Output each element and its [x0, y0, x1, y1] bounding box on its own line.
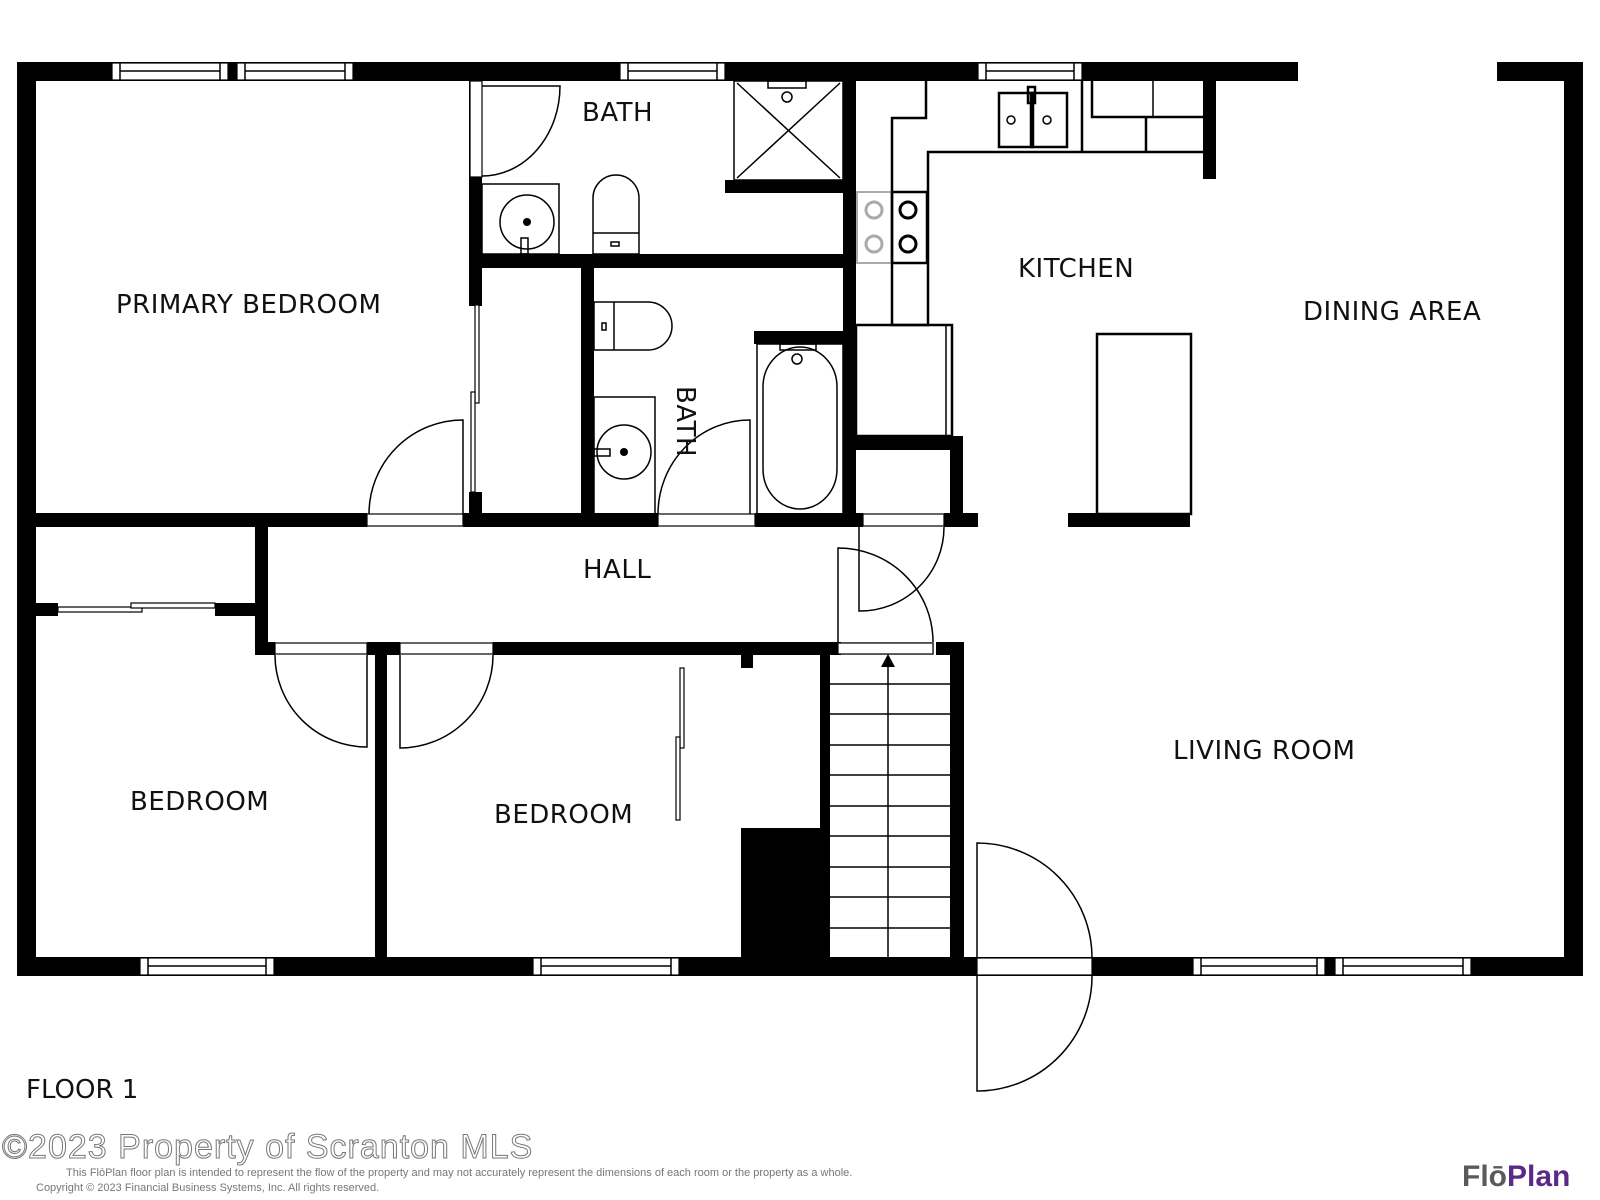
stair-arrow-icon: [881, 654, 895, 667]
room-label-bedroom-center: BEDROOM: [494, 800, 634, 830]
room-label-kitchen: KITCHEN: [1018, 254, 1135, 284]
room-label-primary-bedroom: PRIMARY BEDROOM: [116, 290, 382, 320]
room-label-bath-middle: BATH: [670, 386, 700, 458]
sliding-door-icon: [470, 304, 480, 493]
door-swing-icon: [57, 80, 1093, 1092]
window-icon: [139, 957, 1472, 976]
kitchen-counters: [854, 81, 1207, 438]
sink-icon: [481, 183, 560, 255]
sink-icon: [997, 85, 1069, 149]
bathtub-icon: [756, 343, 844, 515]
toilet-icon: [592, 174, 640, 255]
sliding-door-icon: [675, 667, 685, 821]
room-label-living-room: LIVING ROOM: [1173, 736, 1356, 766]
logo-part-plan: Plan: [1507, 1160, 1571, 1193]
room-label-hall: HALL: [583, 555, 652, 585]
floor-label: FLOOR 1: [26, 1075, 139, 1105]
sink-icon: [593, 396, 656, 515]
floplan-logo: FlōPlan: [1462, 1160, 1570, 1194]
sliding-door-icon: [57, 602, 216, 613]
logo-part-flo: Flō: [1462, 1160, 1507, 1193]
kitchen-island: [1095, 332, 1193, 516]
disclaimer-text: This FlōPlan floor plan is intended to r…: [66, 1167, 853, 1179]
shower-icon: [733, 80, 844, 181]
copyright-text: Copyright © 2023 Financial Business Syst…: [36, 1182, 380, 1194]
watermark: ©2023 Property of Scranton MLS: [1, 1128, 534, 1167]
window-icon: [111, 62, 1083, 81]
interior-walls: [17, 81, 1216, 957]
room-label-bedroom-left: BEDROOM: [130, 787, 270, 817]
room-label-bath-top: BATH: [582, 98, 654, 128]
staircase: [830, 642, 950, 957]
stove-icon: [856, 190, 929, 265]
toilet-icon: [593, 301, 673, 351]
room-label-dining-area: DINING AREA: [1303, 297, 1482, 327]
